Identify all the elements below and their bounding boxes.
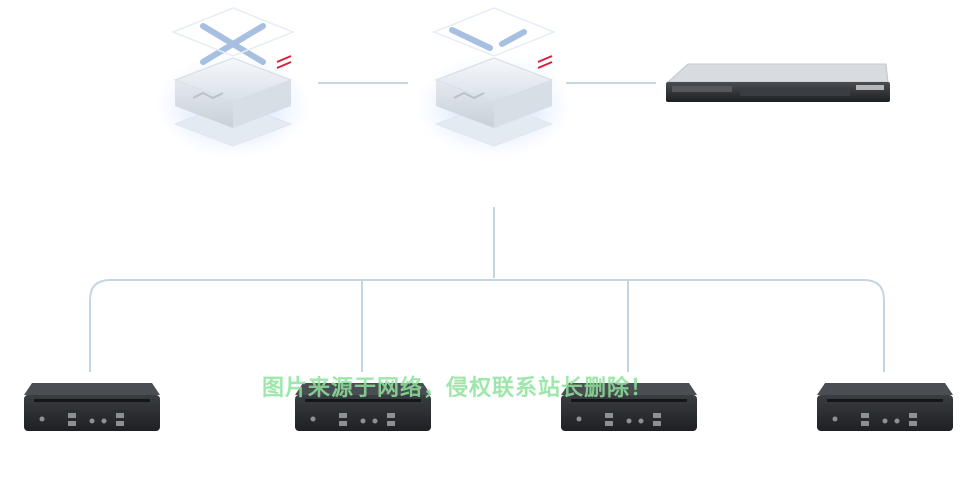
access-switch-icon	[416, 7, 572, 158]
link-client-bus	[89, 279, 885, 372]
rack-server-icon	[666, 63, 890, 102]
core-switch-icon	[155, 7, 311, 158]
watermark-text: 图片来源于网络，侵权联系站长删除！	[262, 376, 654, 401]
client-pc-3	[561, 383, 697, 431]
client-pc-1	[24, 383, 160, 431]
client-pc-4	[817, 383, 953, 431]
client-pc-2	[295, 383, 431, 431]
links	[89, 82, 885, 372]
